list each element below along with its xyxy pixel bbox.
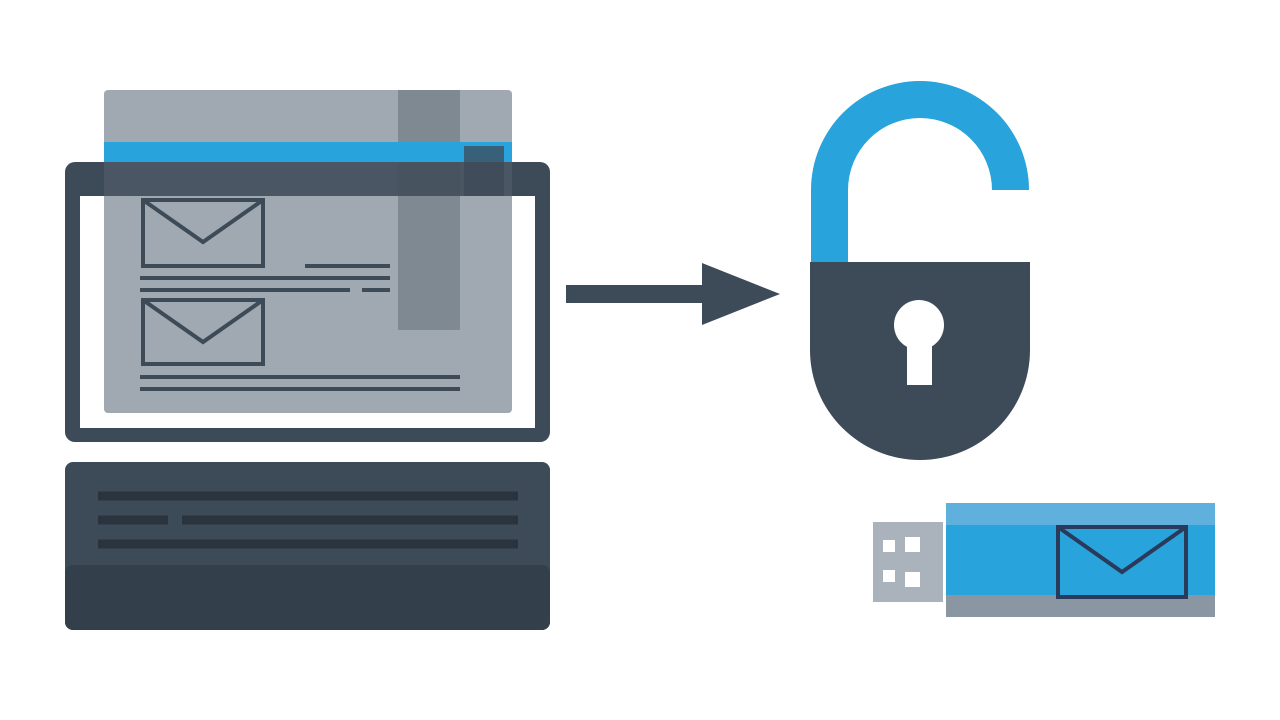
usb-connector <box>873 522 943 602</box>
email-window-icon <box>104 90 512 413</box>
email-text-lines <box>140 375 460 391</box>
email-window-scrollbar <box>398 90 460 330</box>
email-text-lines <box>140 264 390 292</box>
usb-connector-contacts <box>883 537 920 587</box>
keyboard-key-rows <box>98 491 518 549</box>
arrow-right-icon <box>566 263 780 325</box>
usb-drive-icon <box>873 503 1215 617</box>
envelope-icon <box>141 298 265 366</box>
keyhole-icon <box>894 300 944 385</box>
open-padlock-icon <box>810 81 1030 460</box>
keyboard-lower-shade <box>65 565 550 630</box>
usb-body-top-band <box>946 503 1215 527</box>
usb-body-bottom-band <box>946 595 1215 617</box>
keyboard-icon <box>65 462 550 630</box>
email-window-title-bar <box>104 142 512 162</box>
envelope-icon <box>141 198 265 268</box>
email-window-scroll-knob <box>464 146 504 196</box>
padlock-shackle <box>811 81 1029 262</box>
envelope-icon <box>1056 525 1188 599</box>
monitor-top-bezel-overlap <box>104 162 512 196</box>
